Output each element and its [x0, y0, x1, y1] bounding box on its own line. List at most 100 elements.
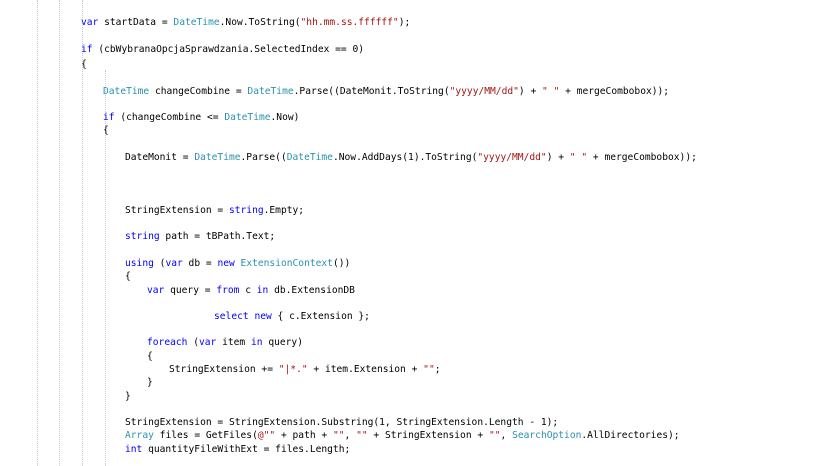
code-token: (: [187, 337, 199, 348]
code-token: (changeCombine <=: [114, 112, 225, 123]
code-token: ,: [500, 430, 513, 441]
keyword-token: from: [216, 285, 240, 296]
code-token: + item.Extension +: [307, 364, 424, 375]
code-line: {: [147, 350, 153, 363]
code-token: + StringExtension +: [367, 430, 489, 441]
code-line: if (changeCombine <= DateTime.Now): [103, 111, 299, 124]
string-token: " ": [542, 86, 560, 97]
keyword-token: new: [217, 258, 235, 269]
code-token: }: [147, 377, 153, 388]
code-token: .AllDirectories);: [581, 430, 680, 441]
code-token: changeCombine =: [149, 86, 248, 97]
code-line: string path = tBPath.Text;: [125, 230, 275, 243]
code-line: StringExtension = StringExtension.Substr…: [125, 416, 558, 429]
code-line: {: [103, 124, 109, 137]
type-token: ExtensionContext: [240, 258, 333, 269]
code-token: (cbWybranaOpcjaSprawdzania.SelectedIndex…: [92, 44, 365, 55]
code-token: (: [153, 258, 166, 269]
string-token: "hh.mm.ss.ffffff": [300, 17, 399, 28]
code-token: db.ExtensionDB: [268, 285, 355, 296]
code-token: c: [239, 285, 257, 296]
string-token: "yyyy/MM/dd": [477, 152, 547, 163]
type-token: Array: [125, 430, 154, 441]
code-token: );: [398, 17, 411, 28]
keyword-token: new: [254, 311, 272, 322]
type-token: DateTime: [247, 86, 294, 97]
code-token: + path +: [275, 430, 333, 441]
string-token: "|*.": [278, 364, 308, 375]
keyword-token: string: [125, 231, 160, 242]
indent-guide: [105, 70, 106, 466]
code-line: }: [125, 390, 131, 403]
keyword-token: var: [165, 258, 183, 269]
string-token: "": [423, 364, 435, 375]
code-line: DateMonit = DateTime.Parse((DateTime.Now…: [125, 151, 697, 164]
code-line: StringExtension = string.Empty;: [125, 204, 304, 217]
code-line: {: [81, 58, 87, 71]
code-line: }: [147, 376, 153, 389]
code-line: var startData = DateTime.Now.ToString("h…: [81, 16, 410, 29]
code-token: quantityFileWithExt = files.Length;: [142, 444, 351, 455]
code-line: Array files = GetFiles(@"" + path + "", …: [125, 429, 680, 442]
code-token: + mergeCombobox));: [559, 86, 670, 97]
code-line: foreach (var item in query): [147, 336, 303, 349]
keyword-token: int: [125, 444, 143, 455]
indent-guide: [37, 0, 38, 466]
type-token: DateTime: [286, 152, 333, 163]
code-token: .Empty;: [263, 205, 305, 216]
code-token: item: [216, 337, 251, 348]
code-token: {: [147, 351, 153, 362]
indent-guide: [59, 0, 60, 466]
code-token: ;: [434, 364, 441, 375]
code-token: ) +: [546, 152, 570, 163]
code-line: using (var db = new ExtensionContext()): [125, 257, 350, 270]
string-token: @"": [257, 430, 276, 441]
keyword-token: if: [103, 112, 115, 123]
code-token: {: [81, 59, 87, 70]
keyword-token: in: [250, 337, 263, 348]
code-token: query =: [164, 285, 217, 296]
code-token: DateMonit =: [125, 152, 195, 163]
code-token: .Now.AddDays(1).ToString(: [332, 152, 478, 163]
code-token: StringExtension = StringExtension.Substr…: [125, 417, 559, 428]
code-token: startData =: [98, 17, 174, 28]
code-line: select new { c.Extension };: [214, 310, 370, 323]
type-token: SearchOption: [512, 430, 582, 441]
string-token: "": [356, 430, 368, 441]
type-token: DateTime: [173, 17, 220, 28]
code-token: ,: [344, 430, 357, 441]
code-token: query): [262, 337, 303, 348]
code-token: { c.Extension };: [271, 311, 370, 322]
code-token: path = tBPath.Text;: [159, 231, 276, 242]
code-line: if (cbWybranaOpcjaSprawdzania.SelectedIn…: [81, 43, 364, 56]
code-token: }: [125, 391, 131, 402]
code-token: {: [125, 271, 131, 282]
keyword-token: if: [81, 44, 93, 55]
code-token: db =: [182, 258, 218, 269]
code-token: .Now.ToString(: [219, 17, 301, 28]
code-token: {: [103, 125, 109, 136]
code-line: {: [125, 270, 131, 283]
code-token: + mergeCombobox));: [587, 152, 697, 163]
keyword-token: var: [147, 285, 165, 296]
code-line: int quantityFileWithExt = files.Length;: [125, 443, 350, 456]
string-token: "": [488, 430, 501, 441]
code-token: StringExtension +=: [169, 364, 279, 375]
indent-guide: [82, 0, 83, 466]
code-token: .Parse((: [240, 152, 287, 163]
code-line: StringExtension += "|*." + item.Extensio…: [169, 363, 441, 376]
type-token: DateTime: [224, 112, 271, 123]
code-token: .Now): [270, 112, 300, 123]
code-token: files = GetFiles(: [153, 430, 258, 441]
keyword-token: in: [256, 285, 269, 296]
code-token: ()): [332, 258, 351, 269]
keyword-token: using: [125, 258, 154, 269]
type-token: DateTime: [103, 86, 150, 97]
code-token: ) +: [518, 86, 543, 97]
keyword-token: foreach: [147, 337, 188, 348]
keyword-token: var: [81, 17, 99, 28]
string-token: " ": [569, 152, 588, 163]
string-token: "": [332, 430, 345, 441]
keyword-token: var: [199, 337, 217, 348]
string-token: "yyyy/MM/dd": [449, 86, 519, 97]
